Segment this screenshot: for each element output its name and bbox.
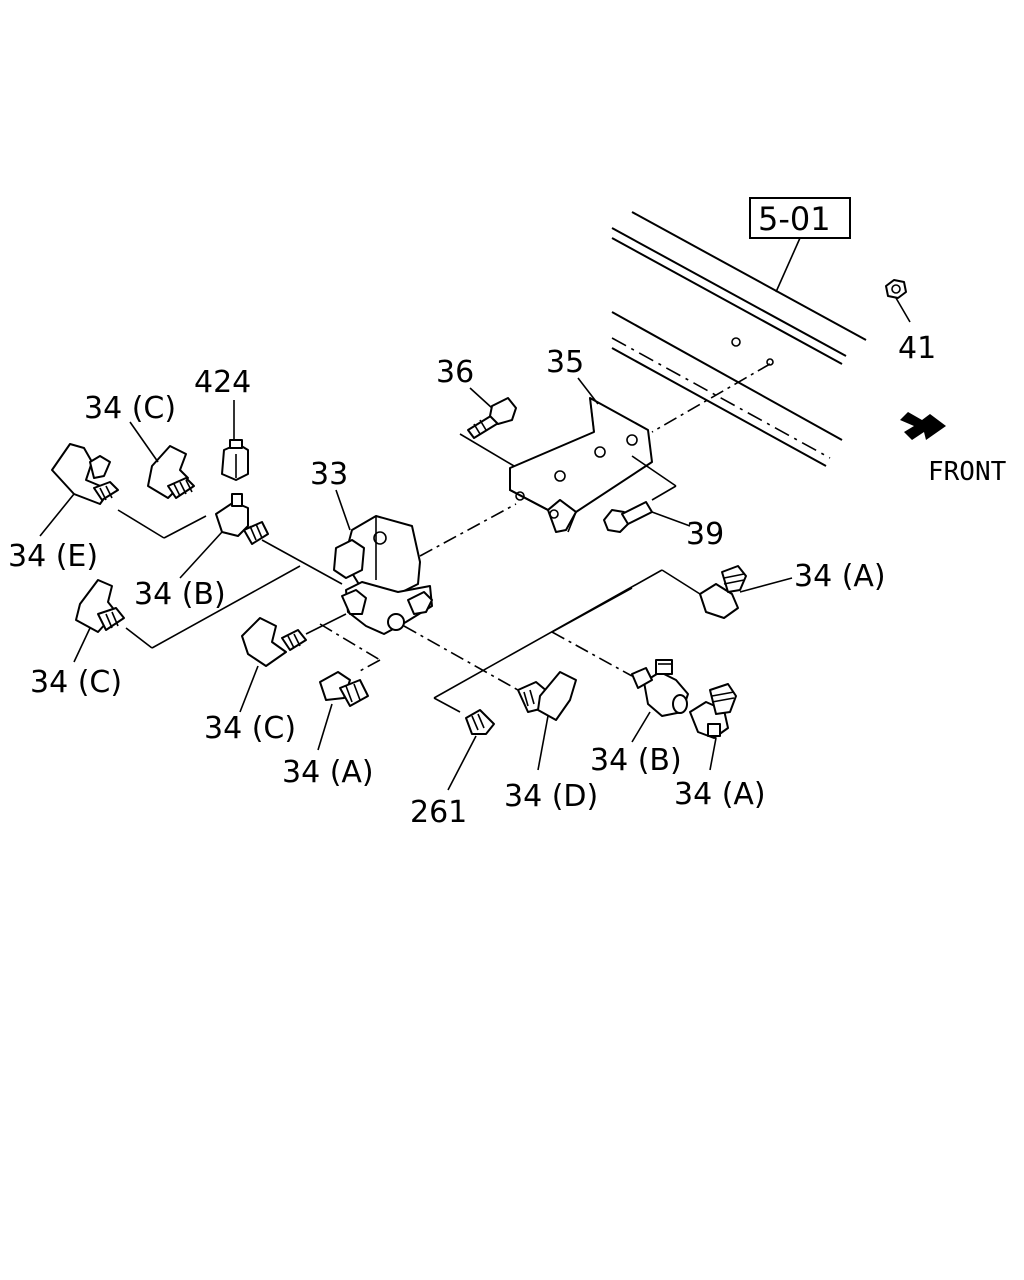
nut-41 (885, 279, 907, 299)
fitting-34e (51, 443, 119, 505)
bracket-35 (509, 397, 653, 533)
front-label: FRONT (928, 457, 1007, 487)
callout-34c-mid: 34 (C) (204, 711, 296, 746)
fitting-34b-right (631, 659, 689, 717)
front-arrow-icon (900, 412, 946, 440)
callout-34a-right: 34 (A) (794, 559, 886, 594)
callout-34c-left: 34 (C) (30, 665, 122, 700)
bolt-36 (467, 397, 517, 439)
valve-33 (333, 515, 433, 635)
callout-34c-top: 34 (C) (84, 391, 176, 426)
callout-34a-low: 34 (A) (674, 777, 766, 812)
fitting-34c-left (75, 579, 125, 633)
frame-rail (611, 211, 867, 467)
callout-34e: 34 (E) (8, 539, 98, 574)
fitting-34c-mid (241, 617, 307, 667)
fitting-34a-mid (319, 671, 369, 707)
callout-33: 33 (310, 457, 348, 492)
callout-35: 35 (546, 345, 584, 380)
reference-box[interactable]: 5-01 (749, 197, 851, 239)
fitting-34b-left (215, 493, 269, 545)
callout-34d: 34 (D) (504, 779, 598, 814)
callout-41: 41 (898, 331, 936, 366)
callout-34a-mid: 34 (A) (282, 755, 374, 790)
fitting-34a-low (689, 683, 737, 739)
callout-424: 424 (194, 365, 251, 400)
plug-261 (465, 709, 495, 735)
bolt-39 (603, 501, 653, 533)
callout-34b-left: 34 (B) (134, 577, 226, 612)
fitting-34c-top (147, 445, 195, 499)
fitting-34a-right (699, 565, 747, 619)
callout-39: 39 (686, 517, 724, 552)
fitting-34d (517, 671, 577, 721)
callout-261: 261 (410, 795, 467, 830)
reference-label: 5-01 (758, 200, 831, 238)
plug-424 (221, 439, 249, 481)
callout-34b-right: 34 (B) (590, 743, 682, 778)
callout-36: 36 (436, 355, 474, 390)
